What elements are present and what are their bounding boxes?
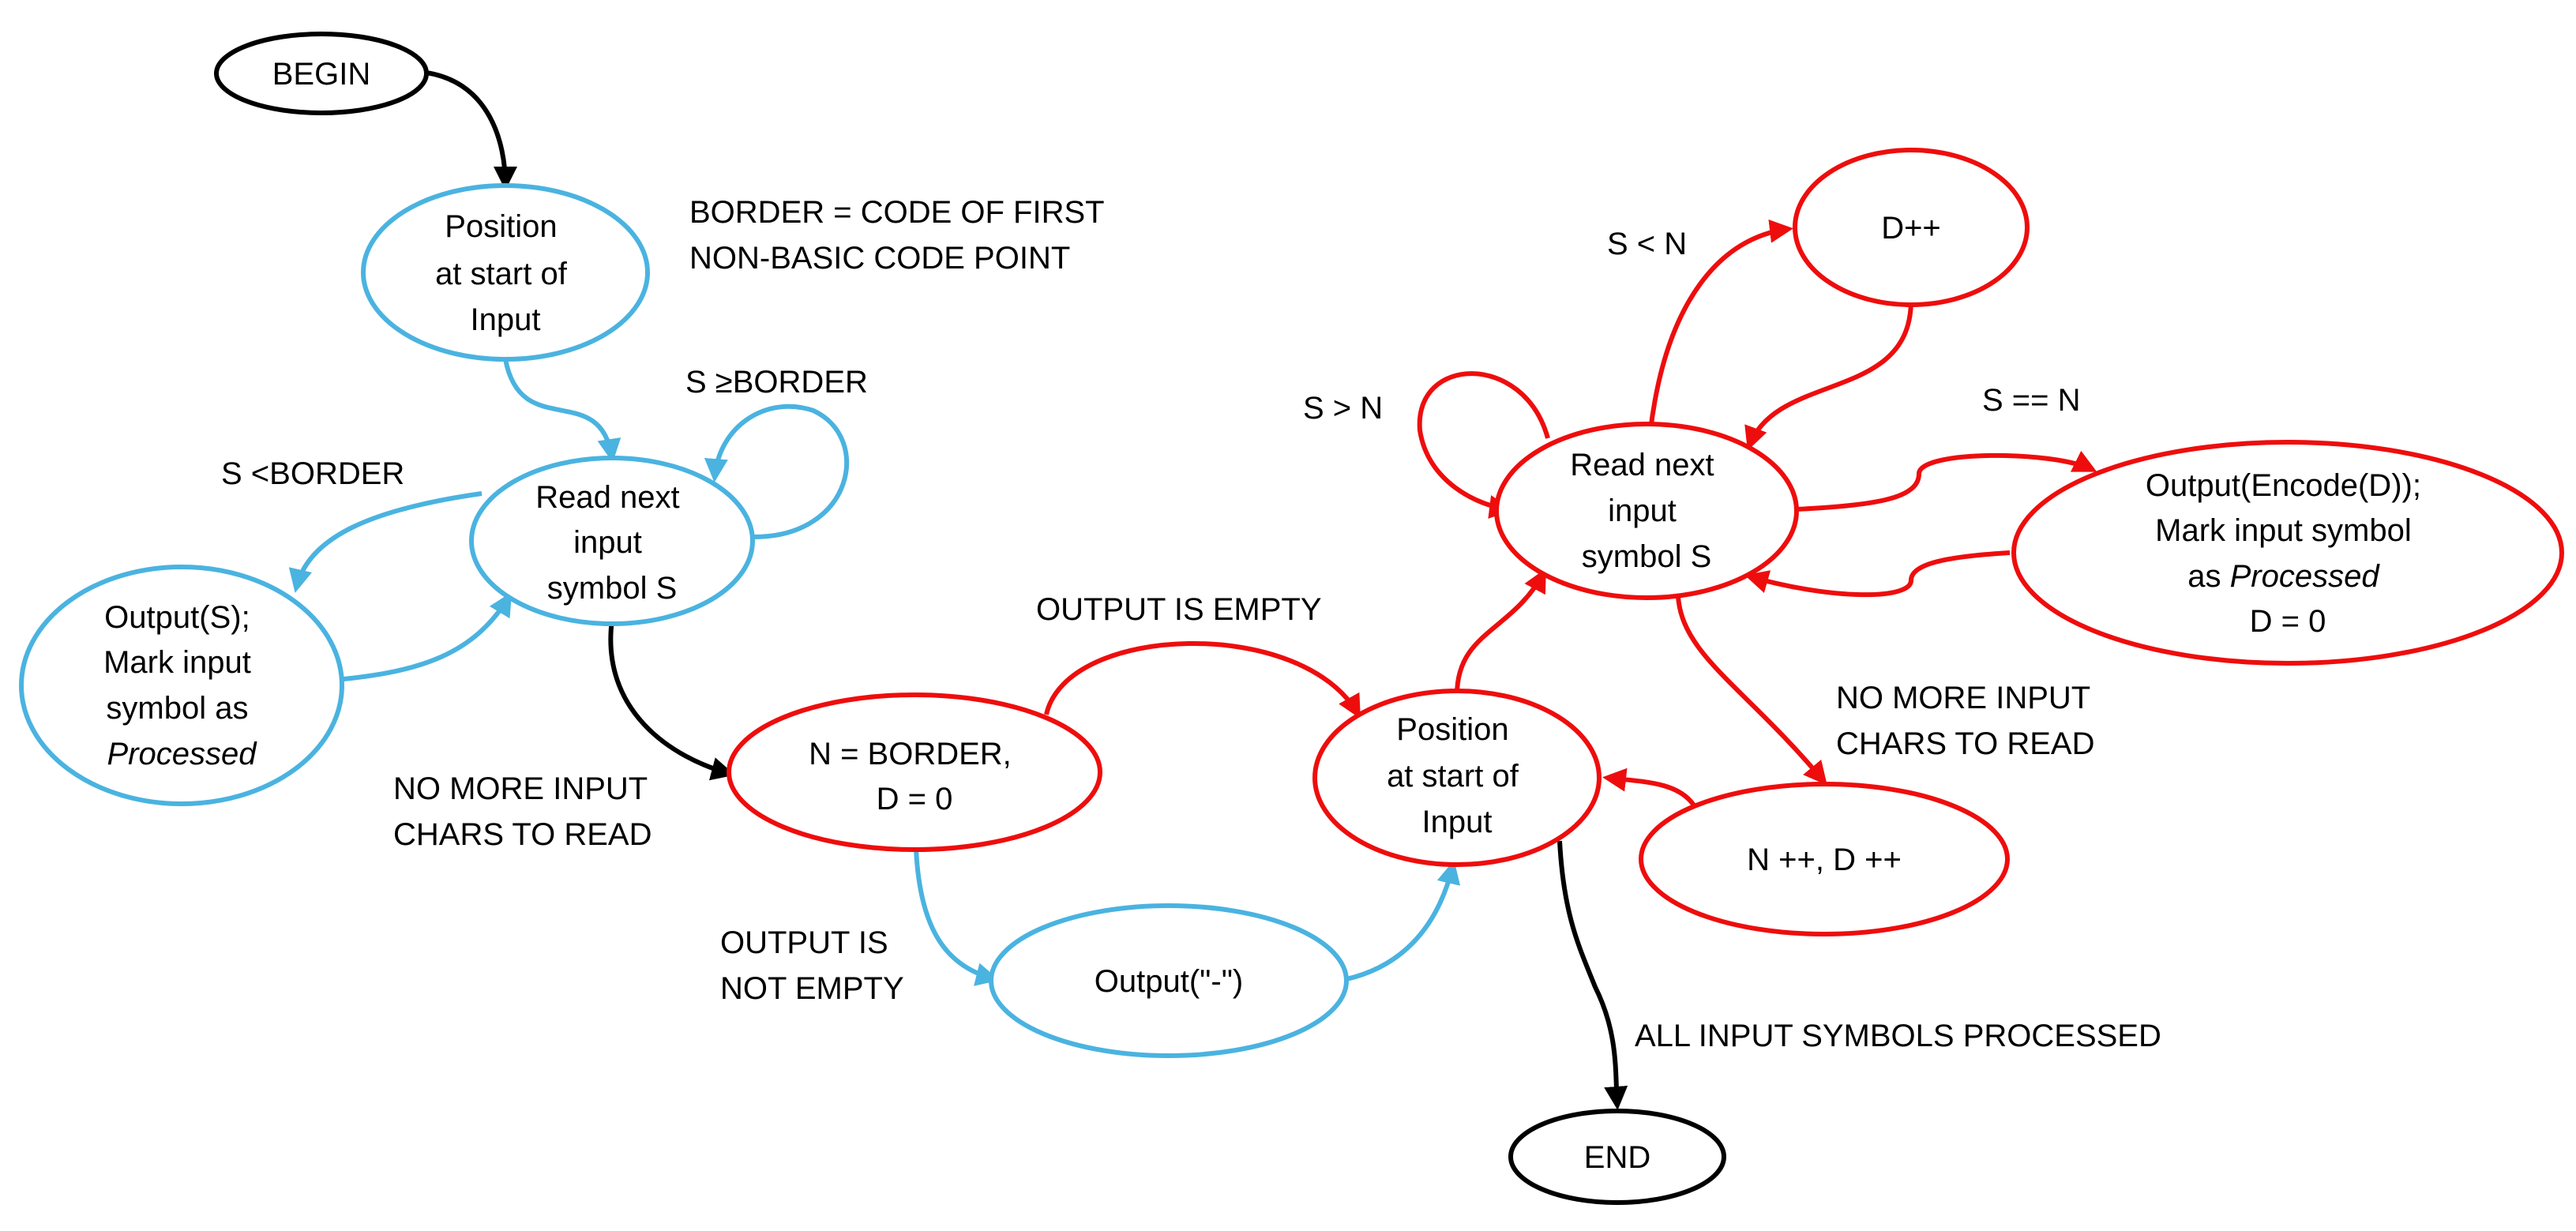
edge-begin-to-position	[426, 70, 517, 190]
edge-position-to-end	[1557, 840, 1628, 1110]
edge-read-2-self-loop	[1417, 371, 1550, 519]
begin-node: BEGIN	[214, 32, 429, 115]
label-no-more-input-2: NO MORE INPUT CHARS TO READ	[1836, 681, 2099, 761]
svg-text:Position at start of: Position at start of Input	[1387, 712, 1527, 839]
label-all-input-processed: ALL INPUT SYMBOLS PROCESSED	[1635, 1019, 2161, 1053]
edge-n-border-to-position-output-empty	[1044, 641, 1361, 719]
edge-d-plus-to-read-2	[1744, 299, 1913, 451]
edge-read-2-to-output-encode	[1796, 450, 2097, 512]
svg-text:BEGIN: BEGIN	[272, 57, 370, 92]
label-output-not-empty: OUTPUT IS NOT EMPTY	[720, 925, 904, 1006]
svg-text:N ++, D ++: N ++, D ++	[1747, 843, 1902, 877]
label-s-lt-n: S < N	[1607, 227, 1687, 261]
svg-text:END: END	[1584, 1140, 1650, 1175]
n-d-plus-node: N ++, D ++	[1639, 782, 2010, 936]
edge-read-to-output-s	[288, 491, 483, 593]
output-s-node: Output(S); Mark input symbol as Processe…	[19, 565, 344, 806]
svg-text:Read next input sy: Read next input symbol S	[535, 480, 688, 606]
svg-text:Output(Encode(D)); Mark: Output(Encode(D)); Mark input symbol as …	[2146, 468, 2430, 639]
svg-text:Read next input sy: Read next input symbol S	[1570, 448, 1722, 574]
d-plus-node: D++	[1793, 148, 2030, 307]
label-s-eq-n: S == N	[1982, 383, 2081, 418]
edge-output-encode-to-read-2	[1744, 550, 2011, 598]
edge-output-s-to-read	[343, 591, 513, 681]
edge-output-dash-to-position	[1346, 860, 1461, 981]
svg-text:Output("-"): Output("-")	[1095, 964, 1243, 999]
position-node-1: Position at start of Input	[361, 183, 650, 362]
label-s-ge-border: S ≥BORDER	[685, 365, 868, 400]
svg-text:Position at start of: Position at start of Input	[435, 209, 576, 337]
border-note: BORDER = CODE OF FIRST NON-BASIC CODE PO…	[689, 195, 1113, 276]
end-node: END	[1508, 1109, 1726, 1205]
end-label: END	[1584, 1140, 1650, 1175]
output-encode-node: Output(Encode(D)); Mark input symbol as …	[2011, 440, 2564, 666]
svg-text:Output(S); Mark input: Output(S); Mark input symbol as Processe…	[103, 600, 260, 771]
label-output-is-empty: OUTPUT IS EMPTY	[1036, 592, 1322, 627]
read-node-1: Read next input symbol S	[469, 456, 755, 626]
label-s-gt-n: S > N	[1303, 391, 1383, 426]
edge-n-border-to-output-dash	[914, 848, 1000, 986]
svg-text:N = BORDER, D = 0: N = BORDER, D = 0	[809, 737, 1020, 816]
edge-position-to-read-2	[1455, 568, 1546, 696]
begin-label: BEGIN	[272, 57, 370, 92]
edge-read-2-to-d-plus	[1648, 219, 1793, 431]
output-dash-node: Output("-")	[989, 903, 1349, 1058]
read-node-2: Read next input symbol S	[1494, 422, 1799, 600]
label-s-lt-border: S <BORDER	[221, 456, 404, 491]
n-border-node: N = BORDER, D = 0	[727, 692, 1102, 852]
position-node-2: Position at start of Input	[1312, 689, 1602, 867]
as-processed-text: as Processed	[2187, 559, 2380, 594]
edge-read-2-to-n-d-plus	[1676, 595, 1827, 786]
label-no-more-input-1: NO MORE INPUT CHARS TO READ	[393, 771, 656, 852]
edge-read-to-n-border	[608, 619, 735, 781]
edge-position-to-read	[503, 358, 621, 463]
svg-text:D++: D++	[1881, 211, 1941, 246]
edge-n-d-plus-to-position	[1602, 767, 1696, 807]
edge-read-self-loop	[704, 403, 850, 539]
